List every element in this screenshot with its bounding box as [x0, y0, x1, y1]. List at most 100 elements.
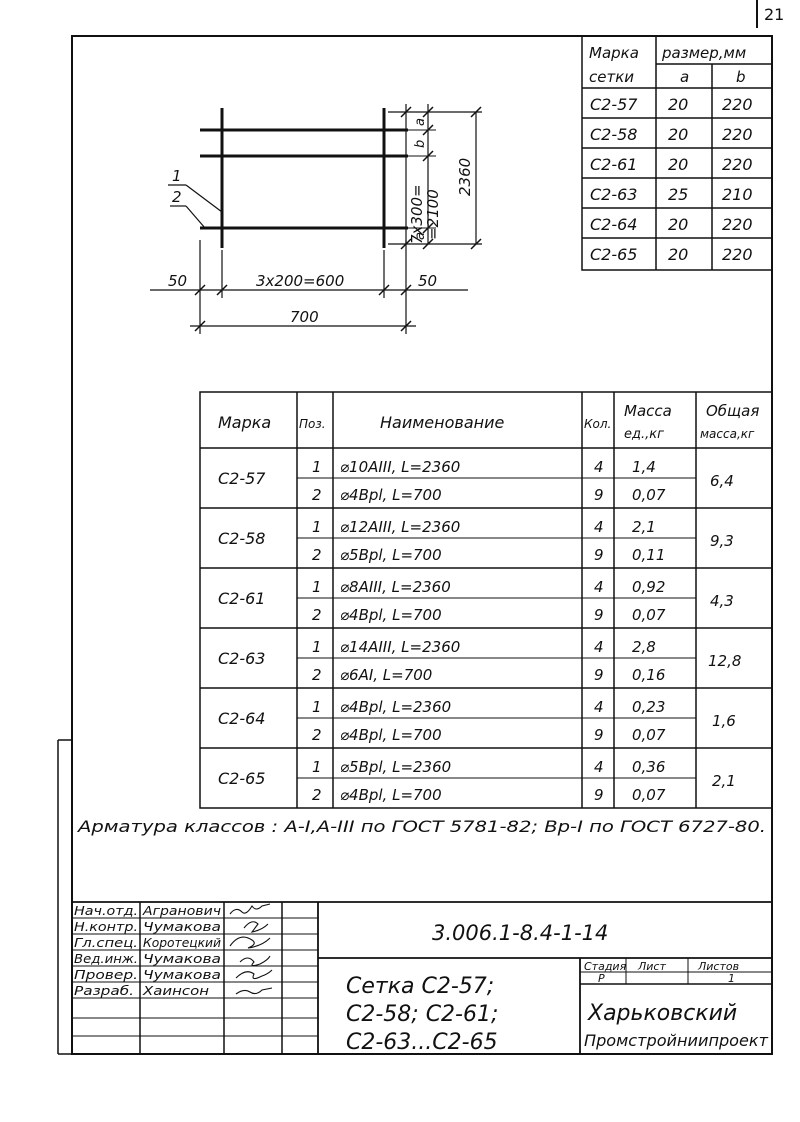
spec-item-mass: 0,07: [632, 486, 666, 504]
dim-total: 700: [290, 308, 319, 326]
signer-name: Чумакова: [143, 920, 221, 934]
organization-line-1: Харьковский: [587, 1001, 737, 1026]
document-title-line-2: С2-58; С2-61;: [346, 1002, 498, 1027]
dim-a-top: a: [413, 118, 428, 126]
drawing-pos-1: 1: [172, 167, 182, 185]
spec-item-mass: 0,36: [632, 758, 665, 776]
spec-group-total: 6,4: [710, 472, 734, 490]
size-row-b: 220: [722, 125, 753, 144]
spec-item-mass: 2,8: [632, 638, 656, 656]
spec-group-mark: С2-65: [218, 769, 265, 788]
spec-item-qty: 9: [594, 606, 604, 624]
size-row-a: 25: [668, 185, 688, 204]
sheets-label: Листов: [697, 960, 739, 973]
sheet-label: Лист: [637, 960, 666, 973]
spec-item-pos: 2: [312, 546, 322, 564]
spec-item-name: ⌀4Bpl, L=2360: [340, 698, 451, 716]
spec-item-name: ⌀12AIII, L=2360: [340, 518, 460, 536]
size-row-a: 20: [668, 125, 688, 144]
spec-group-mark: С2-57: [218, 469, 266, 488]
size-table-header-mark-1: Марка: [589, 44, 639, 62]
dim-b: b: [413, 140, 428, 148]
size-row-b: 220: [722, 215, 753, 234]
spec-group-mark: С2-61: [218, 589, 265, 608]
spec-item-qty: 9: [594, 786, 604, 804]
signer-role: Вед.инж.: [74, 952, 138, 966]
size-row-mark: С2-57: [590, 95, 638, 114]
spec-group-mark: С2-63: [218, 649, 265, 668]
mesh-drawing: [150, 104, 482, 334]
signer-role: Н.контр.: [74, 920, 138, 934]
title-block-grid: [72, 901, 772, 1054]
signer-name: Агранович: [142, 904, 221, 918]
spec-header-pos: Поз.: [299, 417, 326, 431]
drawing-pos-2: 2: [172, 188, 182, 206]
signer-role: Провер.: [74, 968, 138, 982]
spec-item-pos: 1: [312, 698, 322, 716]
spec-header-unit-mass-2: ед.,кг: [624, 427, 664, 442]
spec-header-mark: Марка: [218, 413, 271, 432]
spec-item-pos: 1: [312, 578, 322, 596]
size-table-header-mark-2: сетки: [589, 68, 634, 86]
spec-header-unit-mass-1: Масса: [624, 402, 672, 420]
spec-item-qty: 4: [594, 698, 604, 716]
spec-table-rows: С2-57 6,4 1 ⌀10AIII, L=2360 4 1,4 2 ⌀4Bp…: [218, 458, 741, 804]
dim-a-bottom: a: [413, 232, 428, 240]
reinforcement-note: Арматура классов : A-I,A-III по ГОСТ 578…: [77, 817, 766, 836]
spec-item-name: ⌀4Bpl, L=700: [340, 786, 442, 804]
spec-item-pos: 1: [312, 638, 322, 656]
spec-item-qty: 4: [594, 578, 604, 596]
size-row-a: 20: [668, 245, 688, 264]
spec-group-total: 12,8: [708, 652, 741, 670]
spec-group-mark: С2-58: [218, 529, 265, 548]
spec-item-name: ⌀6AI, L=700: [340, 666, 432, 684]
spec-item-pos: 2: [312, 606, 322, 624]
spec-item-mass: 1,4: [632, 458, 656, 476]
spec-item-mass: 0,23: [632, 698, 665, 716]
spec-item-qty: 4: [594, 458, 604, 476]
dim-spacing-1: 7x300=: [408, 184, 426, 244]
size-row-b: 220: [722, 155, 753, 174]
spec-item-pos: 1: [312, 758, 322, 776]
spec-item-mass: 0,92: [632, 578, 665, 596]
size-table-rows: С2-57 20 220 С2-58 20 220 С2-61 20 220 С…: [590, 95, 753, 264]
spec-item-name: ⌀4Bpl, L=700: [340, 606, 442, 624]
spec-group-total: 9,3: [710, 532, 734, 550]
spec-header-name: Наименование: [380, 413, 504, 432]
dim-middle: 3x200=600: [256, 272, 344, 290]
signer-name: Чумакова: [143, 952, 221, 966]
size-row-a: 20: [668, 95, 688, 114]
signer-name: Чумакова: [143, 968, 221, 982]
stage-value: Р: [598, 972, 605, 985]
signer-role: Разраб.: [74, 984, 134, 998]
spec-item-name: ⌀5Bpl, L=700: [340, 546, 442, 564]
spec-item-qty: 9: [594, 546, 604, 564]
signers: Нач.отд. Агранович Н.контр. Чумакова Гл.…: [74, 904, 221, 998]
spec-item-name: ⌀4Bpl, L=700: [340, 726, 442, 744]
spec-item-pos: 2: [312, 666, 322, 684]
spec-item-qty: 4: [594, 518, 604, 536]
dim-left: 50: [168, 272, 187, 290]
spec-item-qty: 9: [594, 666, 604, 684]
spec-table-grid: [199, 391, 773, 809]
size-table-col-a: a: [680, 68, 689, 86]
spec-item-mass: 0,07: [632, 786, 666, 804]
size-table: [581, 35, 773, 271]
spec-item-name: ⌀10AIII, L=2360: [340, 458, 460, 476]
signer-name: Коротецкий: [143, 936, 221, 950]
spec-item-mass: 0,11: [632, 546, 665, 564]
dim-spacing-2: =2100: [424, 189, 442, 240]
spec-group-total: 2,1: [712, 772, 736, 790]
page-number: 21: [764, 5, 784, 24]
spec-item-mass: 0,16: [632, 666, 665, 684]
spec-item-name: ⌀5Bpl, L=2360: [340, 758, 451, 776]
spec-group-total: 4,3: [710, 592, 734, 610]
dim-right: 50: [418, 272, 437, 290]
signer-role: Гл.спец.: [74, 936, 138, 950]
spec-header-total-mass-1: Общая: [706, 402, 759, 420]
size-row-b: 210: [722, 185, 753, 204]
document-title-line-1: Сетка С2-57;: [346, 974, 494, 999]
spec-header-total-mass-2: масса,кг: [700, 427, 755, 441]
document-code: 3.006.1-8.4-1-14: [432, 921, 608, 945]
